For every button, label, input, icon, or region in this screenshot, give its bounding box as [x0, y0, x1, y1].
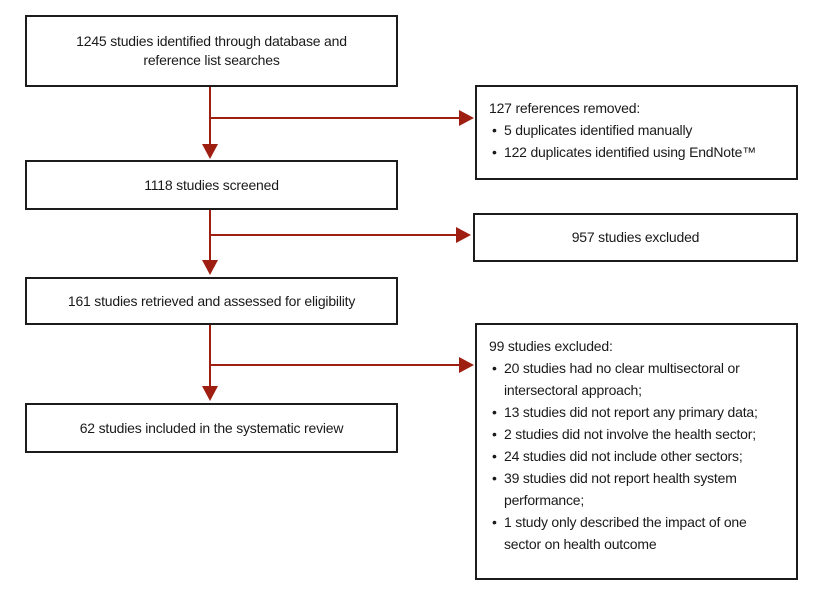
box-references-removed-title: 127 references removed:	[489, 100, 641, 116]
bullet-marker: •	[492, 360, 497, 376]
arrowhead-retrieved-to-included	[202, 386, 218, 401]
list-item-text: 13 studies did not report any primary da…	[504, 404, 758, 420]
list-item-text: 24 studies did not include other sectors…	[504, 448, 743, 464]
arrowhead-identified-to-screened	[202, 144, 218, 159]
box-957-excluded: 957 studies excluded	[473, 213, 798, 262]
bullet-marker: •	[492, 470, 497, 486]
list-item: • 1 study only described the impact of o…	[489, 511, 784, 555]
arrowhead-branch-957-excluded	[456, 227, 471, 243]
box-studies-identified-text: 1245 studies identified through database…	[76, 33, 347, 68]
list-item-text: 39 studies did not report health system …	[504, 470, 737, 508]
list-item-text: 2 studies did not involve the health sec…	[504, 426, 756, 442]
list-item-text: 1 study only described the impact of one…	[504, 514, 747, 552]
arrowhead-branch-99-excluded	[459, 357, 474, 373]
bullet-marker: •	[492, 448, 497, 464]
box-99-excluded-title: 99 studies excluded:	[489, 338, 613, 354]
box-studies-retrieved: 161 studies retrieved and assessed for e…	[25, 277, 398, 325]
99-excluded-list: • 20 studies had no clear multisectoral …	[489, 357, 784, 555]
bullet-marker: •	[492, 426, 497, 442]
list-item-text: 20 studies had no clear multisectoral or…	[504, 360, 740, 398]
bullet-marker: •	[492, 122, 497, 138]
list-item: • 39 studies did not report health syste…	[489, 467, 784, 511]
box-studies-screened-text: 1118 studies screened	[144, 176, 279, 193]
list-item: • 20 studies had no clear multisectoral …	[489, 357, 784, 401]
bullet-marker: •	[492, 144, 497, 160]
arrowhead-screened-to-retrieved	[202, 260, 218, 275]
list-item: • 2 studies did not involve the health s…	[489, 423, 784, 445]
box-studies-identified: 1245 studies identified through database…	[25, 15, 398, 87]
list-item: • 122 duplicates identified using EndNot…	[489, 141, 784, 163]
box-99-excluded: 99 studies excluded: • 20 studies had no…	[475, 323, 798, 580]
list-item: • 24 studies did not include other secto…	[489, 445, 784, 467]
box-studies-included: 62 studies included in the systematic re…	[25, 403, 398, 453]
box-studies-included-text: 62 studies included in the systematic re…	[79, 419, 344, 436]
box-studies-screened: 1118 studies screened	[25, 160, 398, 210]
box-studies-retrieved-text: 161 studies retrieved and assessed for e…	[67, 292, 356, 309]
bullet-marker: •	[492, 404, 497, 420]
bullet-marker: •	[492, 514, 497, 530]
list-item: • 5 duplicates identified manually	[489, 119, 784, 141]
list-item-text: 122 duplicates identified using EndNote™	[504, 144, 756, 160]
box-957-excluded-text: 957 studies excluded	[571, 229, 700, 245]
arrowhead-branch-references-removed	[459, 110, 474, 126]
list-item: • 13 studies did not report any primary …	[489, 401, 784, 423]
box-references-removed: 127 references removed: • 5 duplicates i…	[475, 85, 798, 180]
list-item-text: 5 duplicates identified manually	[504, 122, 693, 138]
references-removed-list: • 5 duplicates identified manually • 122…	[489, 119, 784, 163]
